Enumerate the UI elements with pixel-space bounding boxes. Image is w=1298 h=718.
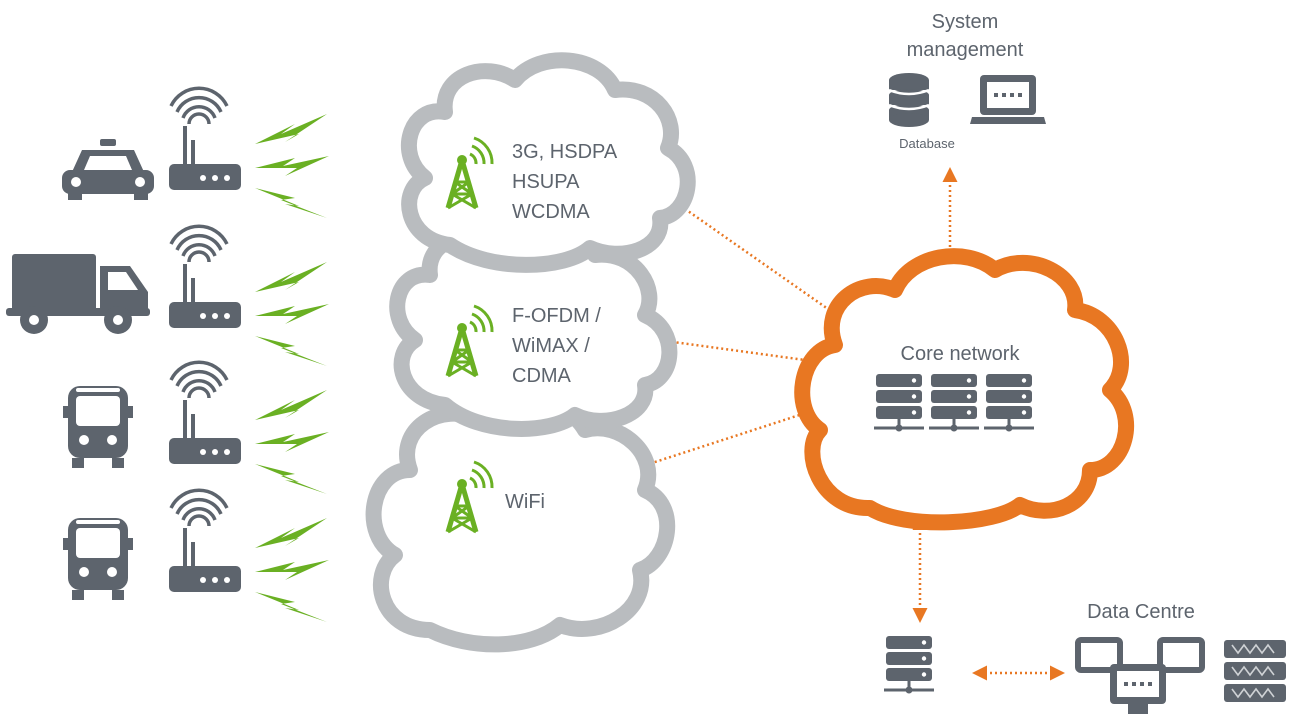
cloud-cellular: [401, 52, 696, 273]
router-icon: [167, 488, 243, 594]
workstations-icon: [1075, 637, 1205, 714]
router-icon: [167, 224, 243, 330]
core-network: Core network: [874, 343, 1034, 432]
truck-icon: [6, 254, 150, 334]
signal-bolts-icon: [255, 262, 329, 366]
router-icon: [167, 360, 243, 466]
cellular-line1: 3G, HSDPA: [512, 141, 618, 163]
cellular-line3: WCDMA: [512, 201, 590, 223]
cloud-wifi: [365, 392, 676, 653]
laptop-icon: [970, 75, 1046, 124]
router-icon: [167, 86, 243, 192]
vehicle-row-3: [63, 360, 329, 494]
cellular-line2: HSUPA: [512, 171, 580, 193]
bus-icon: [63, 518, 133, 600]
vehicle-row-2: [6, 224, 329, 366]
storage-icon: [1224, 640, 1286, 702]
system-management-line1: System: [932, 11, 999, 33]
signal-bolts-icon: [255, 114, 329, 218]
vehicle-row-4: [63, 488, 329, 622]
core-network-label: Core network: [901, 343, 1021, 365]
database-icon: [888, 73, 930, 127]
network-wifi: WiFi: [448, 462, 545, 532]
signal-bolts-icon: [255, 390, 329, 494]
vehicle-row-1: [62, 86, 329, 218]
ofdm-line2: WiMAX /: [512, 335, 590, 357]
system-management: System management Database: [888, 11, 1046, 151]
data-centre-label: Data Centre: [1087, 601, 1195, 623]
wifi-label: WiFi: [505, 491, 545, 513]
cloud-core: [794, 248, 1134, 531]
system-management-line2: management: [907, 39, 1024, 61]
ofdm-line3: CDMA: [512, 365, 572, 387]
server-icon: [884, 636, 934, 694]
network-cellular: 3G, HSDPA HSUPA WCDMA: [448, 138, 618, 223]
ofdm-line1: F-OFDM /: [512, 305, 601, 327]
bus-icon: [63, 386, 133, 468]
taxi-icon: [62, 139, 154, 200]
database-label: Database: [899, 136, 955, 151]
signal-bolts-icon: [255, 518, 329, 622]
network-ofdm: F-OFDM / WiMAX / CDMA: [448, 305, 601, 387]
data-centre: Data Centre: [884, 601, 1286, 714]
